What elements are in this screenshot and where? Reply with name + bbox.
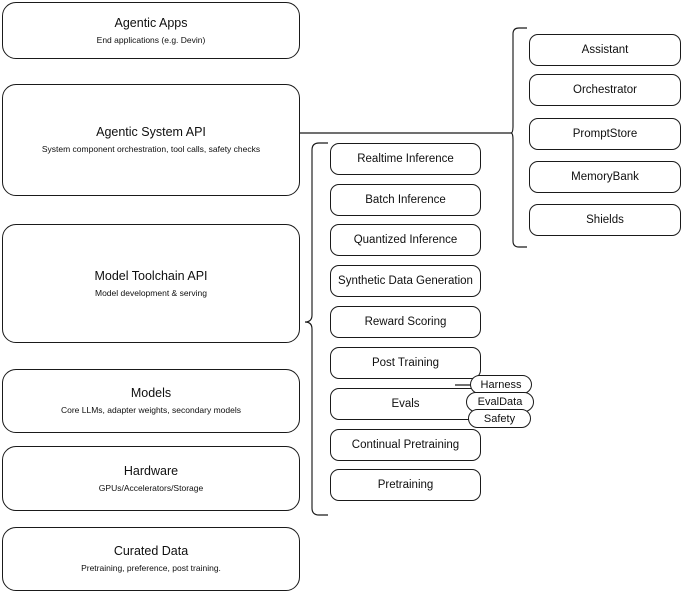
layer-subtitle: Core LLMs, adapter weights, secondary mo… bbox=[60, 405, 241, 416]
layer-subtitle: Model development & serving bbox=[95, 287, 207, 298]
layer-title: Model Toolchain API bbox=[94, 268, 208, 283]
system-component-memorybank[interactable]: MemoryBank bbox=[529, 161, 681, 193]
layer-title: Models bbox=[130, 386, 172, 401]
capability-evals[interactable]: Evals bbox=[330, 388, 481, 420]
system-component-orchestrator[interactable]: Orchestrator bbox=[529, 74, 681, 106]
layer-agentic-apps[interactable]: Agentic Apps End applications (e.g. Devi… bbox=[2, 2, 300, 59]
capability-realtime-inference[interactable]: Realtime Inference bbox=[330, 143, 481, 175]
layer-models[interactable]: Models Core LLMs, adapter weights, secon… bbox=[2, 369, 300, 433]
capability-continual-pretraining[interactable]: Continual Pretraining bbox=[330, 429, 481, 461]
layer-title: Agentic System API bbox=[96, 125, 206, 140]
eval-pill-evaldata[interactable]: EvalData bbox=[466, 392, 534, 412]
layer-hardware[interactable]: Hardware GPUs/Accelerators/Storage bbox=[2, 446, 300, 511]
system-component-promptstore[interactable]: PromptStore bbox=[529, 118, 681, 150]
layer-title: Agentic Apps bbox=[114, 15, 188, 30]
capability-quantized-inference[interactable]: Quantized Inference bbox=[330, 224, 481, 256]
layer-subtitle: Pretraining, preference, post training. bbox=[81, 563, 221, 574]
layer-subtitle: GPUs/Accelerators/Storage bbox=[98, 482, 204, 493]
capability-pretraining[interactable]: Pretraining bbox=[330, 469, 481, 501]
layer-subtitle: End applications (e.g. Devin) bbox=[96, 34, 206, 45]
layer-curated-data[interactable]: Curated Data Pretraining, preference, po… bbox=[2, 527, 300, 591]
system-component-assistant[interactable]: Assistant bbox=[529, 34, 681, 66]
eval-pill-safety[interactable]: Safety bbox=[468, 409, 531, 428]
layer-agentic-system-api[interactable]: Agentic System API System component orch… bbox=[2, 84, 300, 196]
layer-subtitle: System component orchestration, tool cal… bbox=[41, 144, 261, 155]
capability-post-training[interactable]: Post Training bbox=[330, 347, 481, 379]
layer-title: Hardware bbox=[123, 463, 179, 478]
layer-model-toolchain-api[interactable]: Model Toolchain API Model development & … bbox=[2, 224, 300, 343]
system-component-shields[interactable]: Shields bbox=[529, 204, 681, 236]
capability-reward-scoring[interactable]: Reward Scoring bbox=[330, 306, 481, 338]
layer-title: Curated Data bbox=[113, 544, 189, 559]
capability-synthetic-data-generation[interactable]: Synthetic Data Generation bbox=[330, 265, 481, 297]
brace-toolchain-capabilities bbox=[304, 142, 328, 516]
capability-batch-inference[interactable]: Batch Inference bbox=[330, 184, 481, 216]
brace-system-components bbox=[510, 27, 527, 248]
